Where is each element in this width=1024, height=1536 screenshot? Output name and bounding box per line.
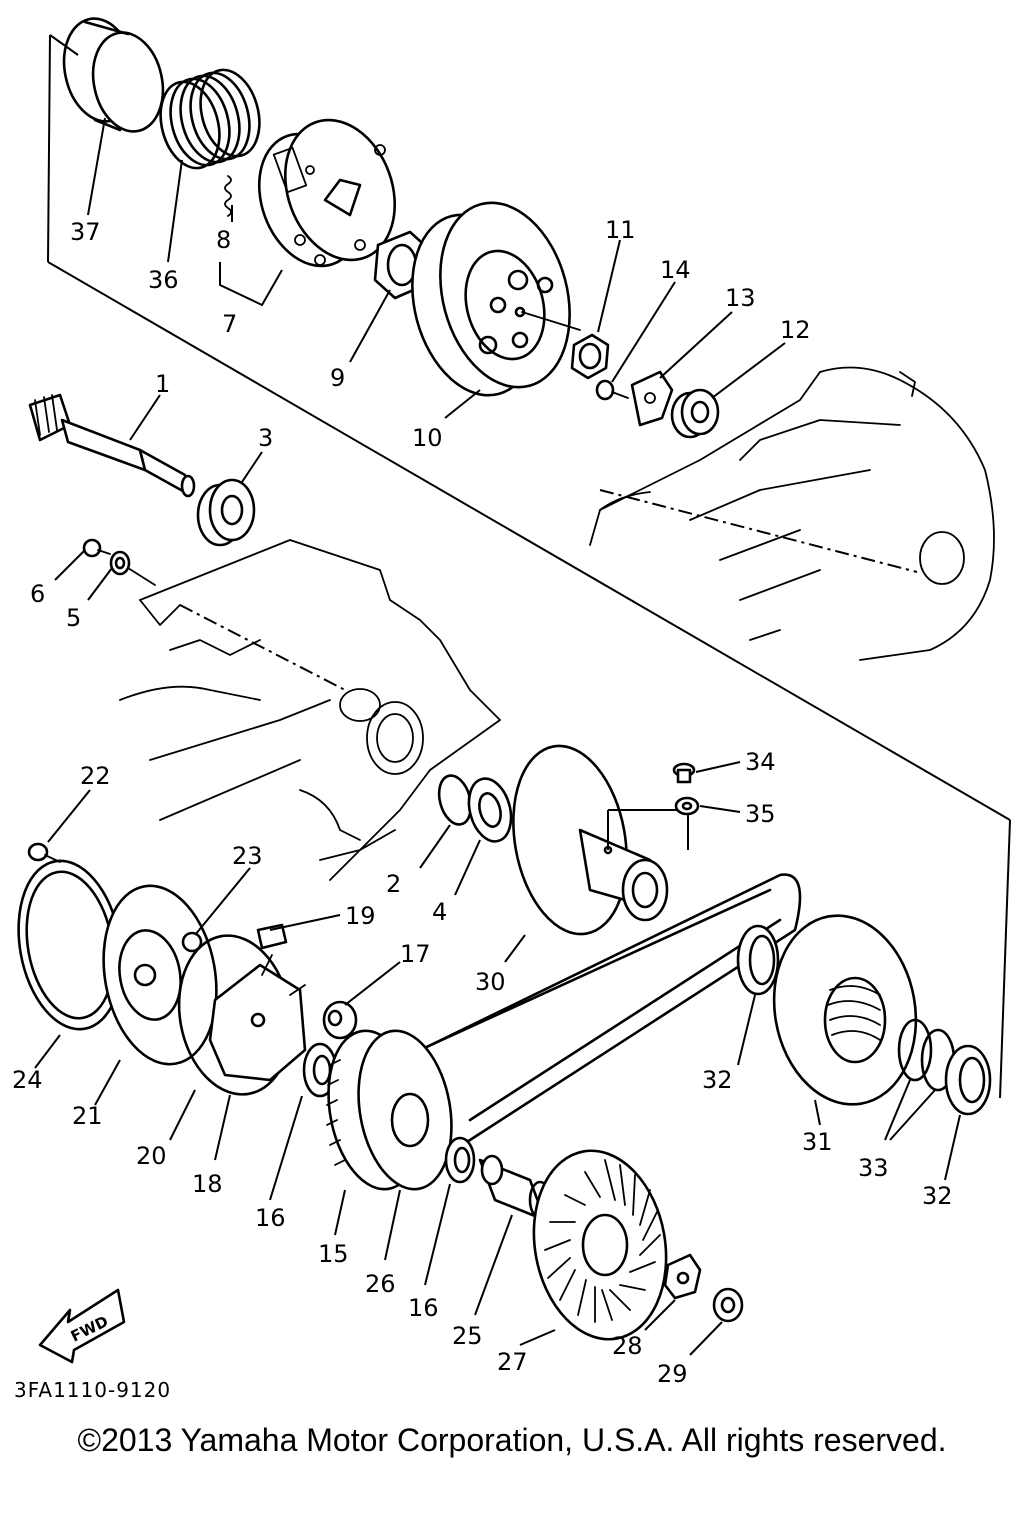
label-part-10: 10 (412, 424, 443, 452)
crankcase-cover-outline (589, 366, 995, 661)
part-35-washer (674, 796, 700, 816)
label-part-3: 3 (258, 424, 273, 452)
label-part-27: 27 (497, 1348, 528, 1376)
label-part-14: 14 (660, 256, 691, 284)
label-part-6: 6 (30, 580, 45, 608)
part-21-cam (102, 884, 218, 1066)
part-5-washer (109, 550, 156, 586)
label-part-9: 9 (330, 364, 345, 392)
label-part-30: 30 (475, 968, 506, 996)
label-part-37: 37 (70, 218, 101, 246)
label-part-16a: 16 (255, 1204, 286, 1232)
part-4-oil-seal (467, 777, 513, 843)
part-labels: 37 36 8 7 9 10 11 14 13 12 1 3 6 5 22 2 … (12, 216, 953, 1388)
part-7-clutch-carrier (257, 118, 397, 268)
part-11-nut (570, 333, 610, 380)
part-19-clip (256, 923, 288, 950)
label-part-12: 12 (780, 316, 811, 344)
part-26-sheave-face (357, 1029, 453, 1191)
crankcase-outline (119, 539, 501, 881)
label-part-32a: 32 (702, 1066, 733, 1094)
label-part-24: 24 (12, 1066, 43, 1094)
label-part-17: 17 (400, 940, 431, 968)
label-part-13: 13 (725, 284, 756, 312)
part-14-screw (595, 379, 629, 401)
label-part-23: 23 (232, 842, 263, 870)
label-part-26: 26 (365, 1270, 396, 1298)
part-22-screw (27, 842, 61, 863)
label-part-31: 31 (802, 1128, 833, 1156)
part-30-sheave (512, 744, 689, 936)
leader-lines (34, 117, 961, 1356)
label-part-35: 35 (745, 800, 776, 828)
label-part-21: 21 (72, 1102, 103, 1130)
label-part-8: 8 (216, 226, 231, 254)
part-13-plate (630, 370, 674, 427)
label-part-33: 33 (858, 1154, 889, 1182)
label-part-32b: 32 (922, 1182, 953, 1210)
drawing-code: 3FA1110-9120 (14, 1378, 172, 1402)
part-36-spring (159, 68, 261, 170)
part-24-cover (17, 859, 123, 1031)
part-37-clutch-housing (62, 17, 165, 133)
part-32-collar-lower (944, 1044, 992, 1116)
part-8-small-spring (224, 175, 232, 217)
label-part-5: 5 (66, 604, 81, 632)
part-32-collar-upper (736, 924, 780, 996)
part-10-clutch-drum (411, 201, 581, 397)
label-part-18: 18 (192, 1170, 223, 1198)
label-part-20: 20 (136, 1142, 167, 1170)
label-part-4: 4 (432, 898, 447, 926)
frame-lines (47, 34, 1011, 1099)
part-18-slider (208, 954, 307, 1082)
part-3-bearing (196, 478, 256, 547)
part-17-weight (322, 1000, 358, 1040)
label-part-28: 28 (612, 1332, 643, 1360)
label-part-7: 7 (222, 310, 237, 338)
part-28-washer (663, 1253, 702, 1300)
copyright-notice: ©2013 Yamaha Motor Corporation, U.S.A. A… (77, 1422, 947, 1458)
label-part-25: 25 (452, 1322, 483, 1350)
part-1-shaft (28, 393, 196, 498)
label-part-29: 29 (657, 1360, 688, 1388)
part-34-pin (672, 762, 696, 784)
part-27-fan (532, 1149, 668, 1341)
part-12-bearing (670, 388, 720, 439)
label-part-15: 15 (318, 1240, 349, 1268)
part-6-bolt (82, 538, 111, 558)
label-part-1: 1 (155, 370, 170, 398)
label-part-34: 34 (745, 748, 776, 776)
part-29-nut (712, 1287, 744, 1323)
label-part-11: 11 (605, 216, 636, 244)
label-part-22: 22 (80, 762, 111, 790)
label-part-16b: 16 (408, 1294, 439, 1322)
label-part-2: 2 (386, 870, 401, 898)
label-part-36: 36 (148, 266, 179, 294)
fwd-arrow-icon: FWD (38, 1288, 126, 1364)
part-16-collar-right (444, 1136, 476, 1184)
part-31-sliding-sheave (772, 914, 918, 1106)
label-part-19: 19 (345, 902, 376, 930)
